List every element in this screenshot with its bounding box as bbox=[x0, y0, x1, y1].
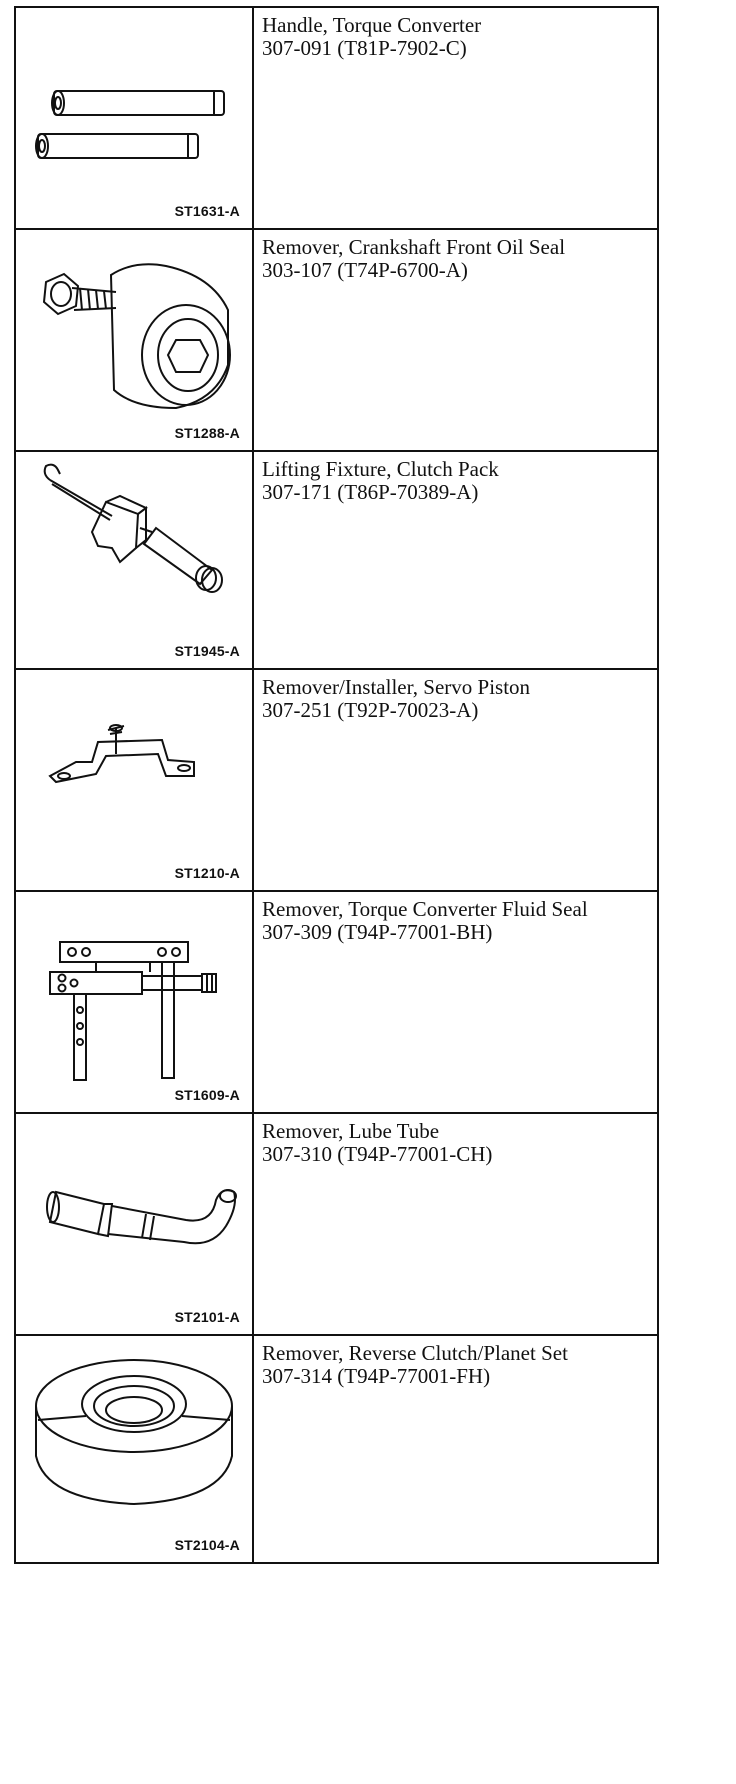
tool-description-cell: Lifting Fixture, Clutch Pack 307-171 (T8… bbox=[252, 450, 659, 670]
tool-description-cell: Remover, Torque Converter Fluid Seal 307… bbox=[252, 890, 659, 1114]
fluid-seal-puller-icon bbox=[16, 892, 252, 1114]
tool-name: Remover, Crankshaft Front Oil Seal bbox=[262, 235, 566, 259]
tool-description-cell: Remover, Crankshaft Front Oil Seal 303-1… bbox=[252, 228, 659, 452]
torque-converter-handle-icon bbox=[16, 8, 252, 230]
table-row: ST2101-A Remover, Lube Tube 307-310 (T94… bbox=[14, 1112, 659, 1336]
tool-number: 307-171 (T86P-70389-A) bbox=[262, 480, 479, 504]
tool-illustration-cell: ST1631-A bbox=[14, 6, 254, 230]
tool-number: 307-314 (T94P-77001-FH) bbox=[262, 1364, 491, 1388]
tool-number: 307-091 (T81P-7902-C) bbox=[262, 36, 467, 60]
table-row: ST1609-A Remover, Torque Converter Fluid… bbox=[14, 890, 659, 1114]
figure-code: ST1210-A bbox=[174, 865, 240, 881]
tool-name: Remover/Installer, Servo Piston bbox=[262, 675, 531, 699]
tool-description-cell: Remover, Reverse Clutch/Planet Set 307-3… bbox=[252, 1334, 659, 1564]
figure-code: ST1288-A bbox=[174, 425, 240, 441]
lube-tube-remover-icon bbox=[16, 1114, 252, 1336]
servo-piston-tool-icon bbox=[16, 670, 252, 892]
tool-description-cell: Handle, Torque Converter 307-091 (T81P-7… bbox=[252, 6, 659, 230]
tool-description-cell: Remover, Lube Tube 307-310 (T94P-77001-C… bbox=[252, 1112, 659, 1336]
figure-code: ST1609-A bbox=[174, 1087, 240, 1103]
tool-description-cell: Remover/Installer, Servo Piston 307-251 … bbox=[252, 668, 659, 892]
tool-name: Remover, Torque Converter Fluid Seal bbox=[262, 897, 588, 921]
table-row: ST1288-A Remover, Crankshaft Front Oil S… bbox=[14, 228, 659, 452]
table-row: ST2104-A Remover, Reverse Clutch/Planet … bbox=[14, 1334, 659, 1564]
reverse-clutch-remover-icon bbox=[16, 1336, 252, 1564]
clutch-pack-lifting-fixture-icon bbox=[16, 452, 252, 670]
tool-name: Lifting Fixture, Clutch Pack bbox=[262, 457, 499, 481]
tool-illustration-cell: ST1945-A bbox=[14, 450, 254, 670]
tool-number: 307-309 (T94P-77001-BH) bbox=[262, 920, 493, 944]
figure-code: ST2101-A bbox=[174, 1309, 240, 1325]
tool-illustration-cell: ST1288-A bbox=[14, 228, 254, 452]
tool-name: Handle, Torque Converter bbox=[262, 13, 482, 37]
figure-code: ST1945-A bbox=[174, 643, 240, 659]
tool-number: 307-251 (T92P-70023-A) bbox=[262, 698, 479, 722]
tool-illustration-cell: ST1210-A bbox=[14, 668, 254, 892]
tool-number: 307-310 (T94P-77001-CH) bbox=[262, 1142, 493, 1166]
tool-illustration-cell: ST1609-A bbox=[14, 890, 254, 1114]
figure-code: ST1631-A bbox=[174, 203, 240, 219]
tool-illustration-cell: ST2104-A bbox=[14, 1334, 254, 1564]
table-row: ST1945-A Lifting Fixture, Clutch Pack 30… bbox=[14, 450, 659, 670]
tool-illustration-cell: ST2101-A bbox=[14, 1112, 254, 1336]
table-row: ST1210-A Remover/Installer, Servo Piston… bbox=[14, 668, 659, 892]
special-tools-table: ST1631-A Handle, Torque Converter 307-09… bbox=[14, 6, 659, 1564]
tool-number: 303-107 (T74P-6700-A) bbox=[262, 258, 468, 282]
tool-name: Remover, Lube Tube bbox=[262, 1119, 440, 1143]
tool-name: Remover, Reverse Clutch/Planet Set bbox=[262, 1341, 568, 1365]
oil-seal-remover-icon bbox=[16, 230, 252, 452]
figure-code: ST2104-A bbox=[174, 1537, 240, 1553]
table-row: ST1631-A Handle, Torque Converter 307-09… bbox=[14, 6, 659, 230]
